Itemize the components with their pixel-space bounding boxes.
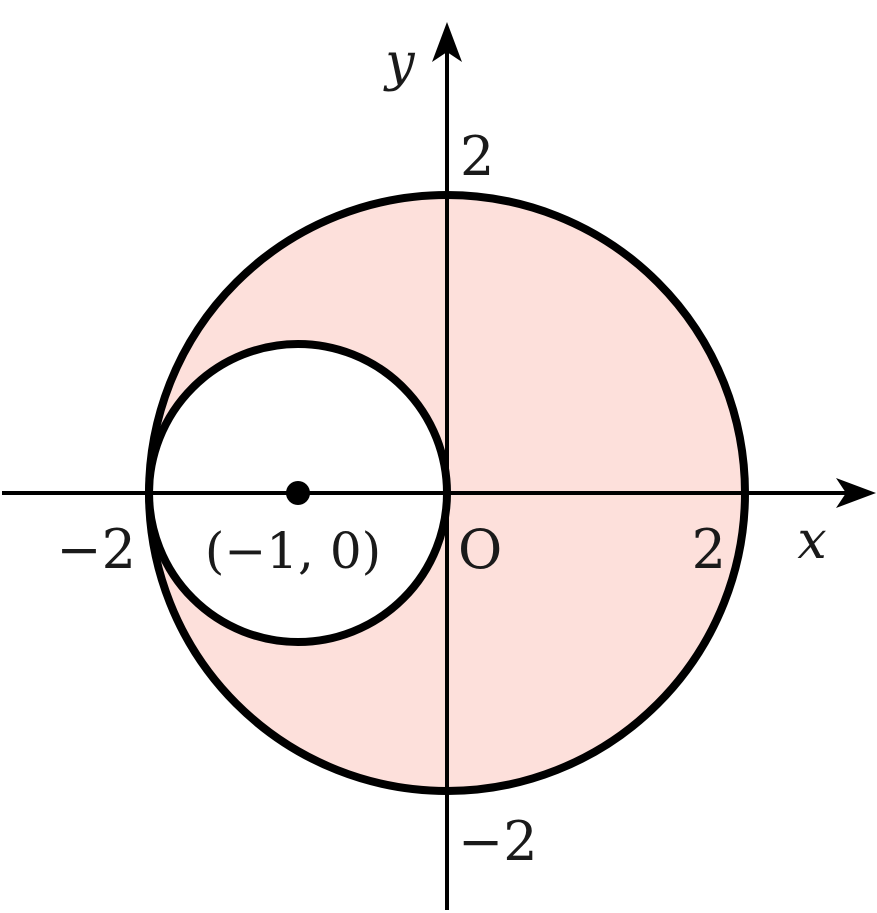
y-axis-label: y [383, 33, 415, 93]
x-tick-label-2: 2 [692, 518, 726, 581]
x-axis-arrow-icon [836, 478, 876, 508]
center-point [286, 481, 310, 505]
y-tick-label-neg-2: −2 [458, 810, 538, 873]
origin-label: O [458, 518, 502, 581]
center-point-label: (−1, 0) [205, 522, 381, 580]
x-tick-label-neg-2: −2 [56, 518, 136, 581]
x-axis-label: x [797, 511, 826, 571]
y-tick-label-2: 2 [460, 125, 494, 188]
inner-circle [145, 340, 451, 646]
y-axis-arrow-icon [432, 22, 462, 62]
